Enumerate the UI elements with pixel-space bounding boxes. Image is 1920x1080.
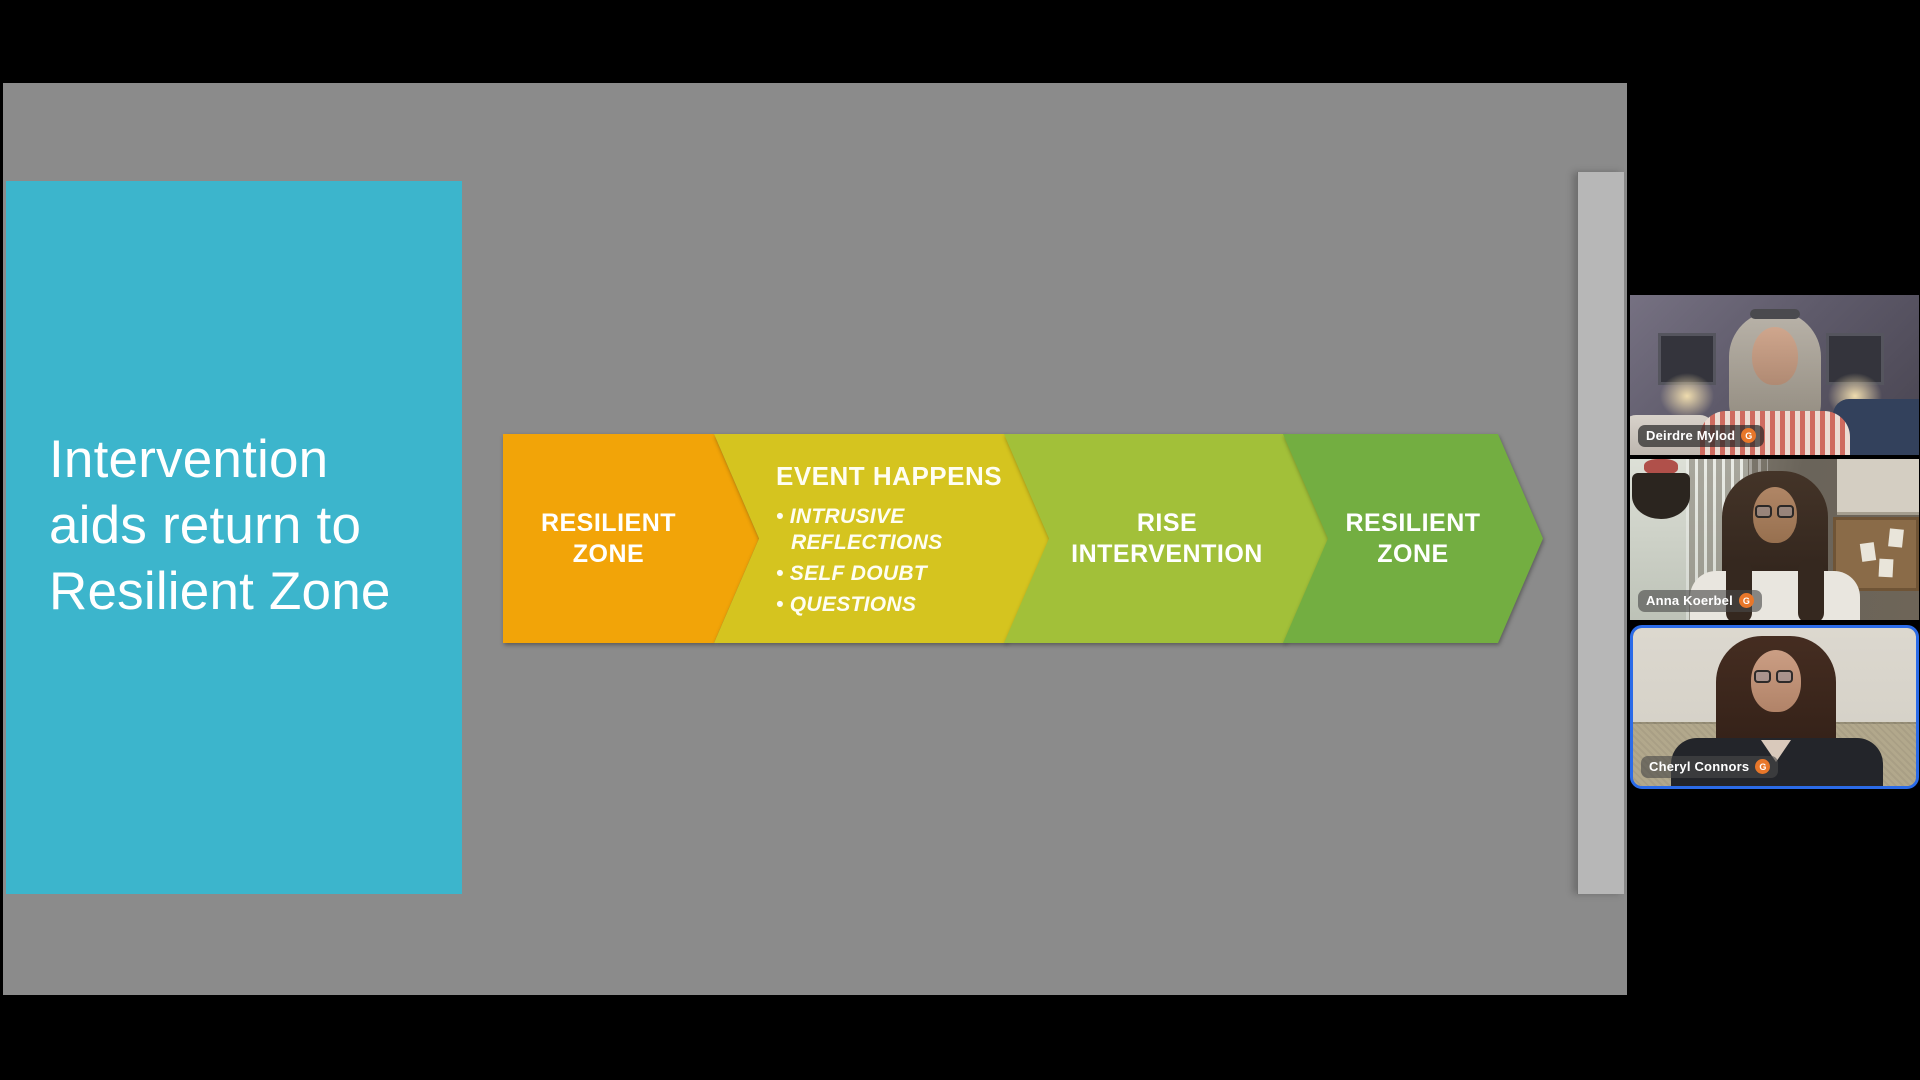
hanging-basket <box>1632 473 1690 519</box>
next-slide-edge <box>1577 172 1624 894</box>
eyeglasses <box>1754 670 1793 683</box>
lamp-glow <box>1660 373 1714 419</box>
hair-strand <box>1798 559 1824 620</box>
bullet-item: SELF DOUBT <box>776 561 961 587</box>
participant-name-tag: Cheryl Connors G <box>1641 756 1779 778</box>
participant-badge-icon: G <box>1741 428 1757 443</box>
process-arrow-diagram: RESILIENT ZONE EVENT HAPPENS INTRUSIVE R… <box>503 434 1543 643</box>
arrow-resilient-zone-end: RESILIENT ZONE <box>1283 434 1543 643</box>
participant-name: Cheryl Connors <box>1649 759 1750 774</box>
video-feed <box>1633 628 1916 786</box>
bullet-item: INTRUSIVE REFLECTIONS <box>776 504 961 556</box>
arrow-event-happens: EVENT HAPPENS INTRUSIVE REFLECTIONS SELF… <box>714 434 1051 643</box>
arrow-label: RISE INTERVENTION <box>1071 508 1263 568</box>
participant-name: Anna Koerbel <box>1646 593 1733 608</box>
screen-share-area: Intervention aids return to Resilient Zo… <box>3 83 1627 995</box>
participant-name-tag: Deirdre Mylod G <box>1638 425 1765 447</box>
video-tile-anna-koerbel[interactable]: Anna Koerbel G <box>1630 459 1919 620</box>
slide-title-line: Intervention <box>49 430 329 489</box>
flowers <box>1644 459 1678 475</box>
participant-name: Deirdre Mylod <box>1646 428 1736 443</box>
face <box>1753 487 1797 543</box>
slide-title-panel: Intervention aids return to Resilient Zo… <box>6 181 462 894</box>
slide-title-line: aids return to <box>49 496 362 555</box>
face <box>1752 327 1798 385</box>
arrow-heading: EVENT HAPPENS <box>776 461 1003 491</box>
slide-title: Intervention aids return to Resilient Zo… <box>6 181 462 625</box>
slide-title-line: Resilient Zone <box>49 562 391 621</box>
arrow-rise-intervention: RISE INTERVENTION <box>1004 434 1330 643</box>
cabinet <box>1837 459 1919 515</box>
participant-name-tag: Anna Koerbel G <box>1638 590 1762 612</box>
eyeglasses <box>1755 505 1794 518</box>
arrow-bullet-list: INTRUSIVE REFLECTIONS SELF DOUBT QUESTIO… <box>776 504 961 618</box>
arrow-resilient-zone-start: RESILIENT ZONE <box>503 434 759 643</box>
arrow-label: RESILIENT ZONE <box>1345 508 1481 568</box>
video-tile-cheryl-connors[interactable]: Cheryl Connors G <box>1630 625 1919 789</box>
glasses-on-head <box>1750 309 1800 319</box>
bullet-item: QUESTIONS <box>776 592 961 618</box>
video-tile-deirdre-mylod[interactable]: Deirdre Mylod G <box>1630 295 1919 455</box>
corkboard <box>1833 517 1919 591</box>
arrow-label: RESILIENT ZONE <box>540 508 677 568</box>
participant-badge-icon: G <box>1738 593 1754 608</box>
participant-badge-icon: G <box>1755 759 1771 774</box>
